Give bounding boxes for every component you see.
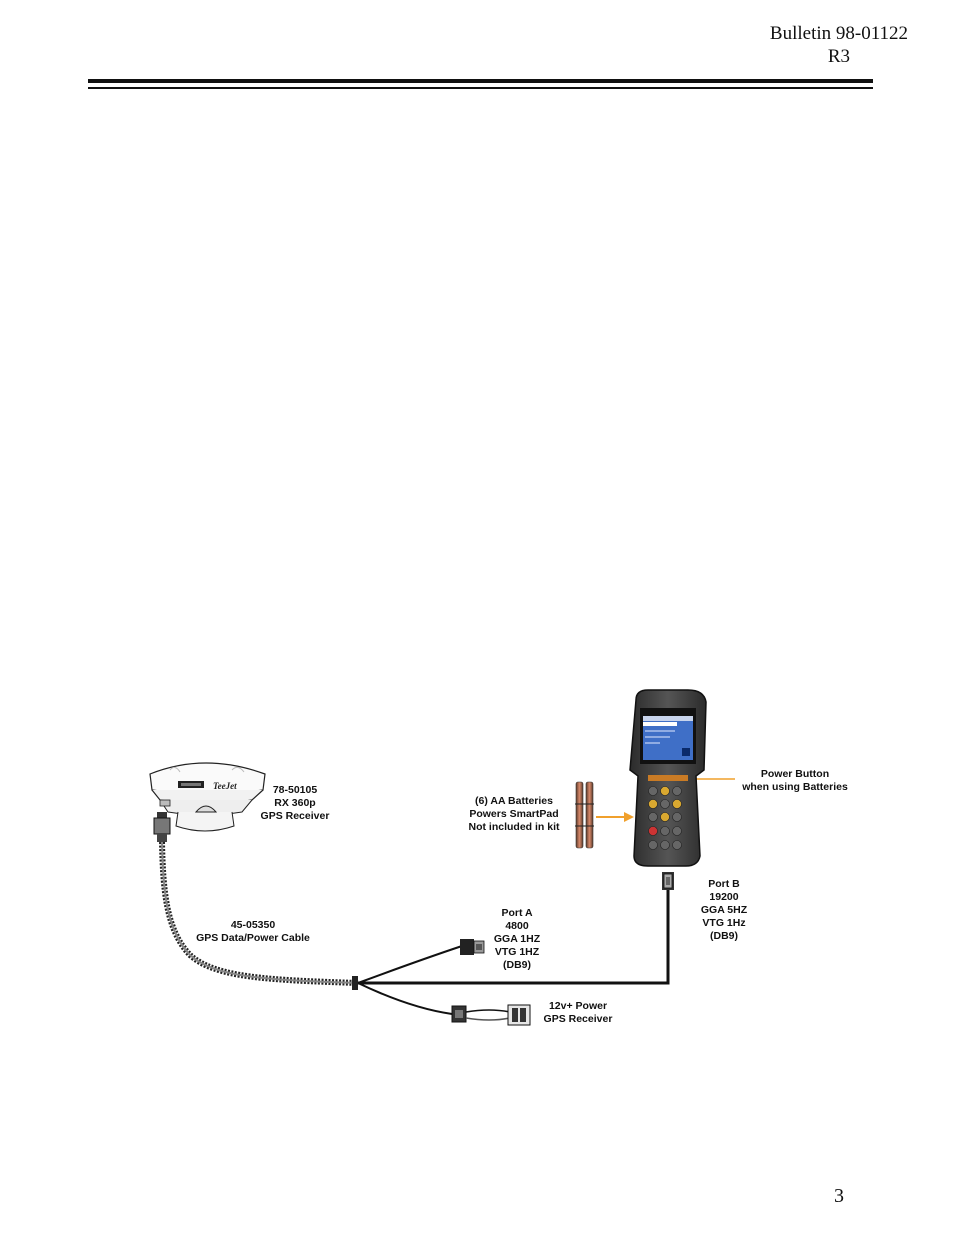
port-b-label: Port B 19200 GGA 5HZ VTG 1Hz (DB9) [693,878,755,943]
port-b-vtg: VTG 1Hz [702,917,746,929]
cable-label: 45-05350 GPS Data/Power Cable [186,919,320,945]
power-button-note: when using Batteries [742,781,848,793]
power-label: 12v+ Power GPS Receiver [534,1000,622,1026]
port-a-db9-connector [460,939,485,955]
port-b-baud: 19200 [709,891,739,903]
coiled-cable [159,841,359,986]
header-rule-thin [88,87,873,89]
cable-description: GPS Data/Power Cable [196,932,310,944]
bulletin-revision: R3 [827,46,851,67]
receiver-description: GPS Receiver [260,810,330,822]
bulletin-header: Bulletin 98-01122 R3 [770,22,908,68]
page-number: 3 [834,1185,844,1207]
receiver-part-number: 78-50105 [272,784,318,796]
port-b-gga: GGA 5HZ [700,904,748,916]
batteries-count: (6) AA Batteries [475,795,553,807]
receiver-model: RX 360p [274,797,316,809]
smartpad-device-image [629,689,707,867]
receiver-connector [153,812,171,842]
power-connector [451,1004,531,1026]
gps-receiver-image: TeeJet [149,762,266,832]
bulletin-number: Bulletin 98-01122 [769,23,908,44]
power-voltage: 12v+ Power [548,1000,608,1012]
port-a-label: Port A 4800 GGA 1HZ VTG 1HZ (DB9) [486,907,548,972]
power-button-label: Power Button when using Batteries [733,768,857,794]
port-b-db9-connector [662,872,674,890]
aa-batteries-image [575,781,594,849]
teejet-logo: TeeJet [213,781,237,791]
port-a-wire [357,945,463,984]
batteries-purpose: Powers SmartPad [469,808,559,820]
batteries-note: Not included in kit [468,821,560,833]
cable-part-number: 45-05350 [230,919,276,931]
batteries-label: (6) AA Batteries Powers SmartPad Not inc… [456,795,572,834]
header-rule-thick [88,79,873,83]
port-a-vtg: VTG 1HZ [494,946,540,958]
port-a-gga: GGA 1HZ [493,933,541,945]
port-b-name: Port B [708,878,740,890]
receiver-label: 78-50105 RX 360p GPS Receiver [254,784,336,823]
power-wire [357,982,453,1015]
port-b-wire [358,888,670,985]
port-b-connector-type: (DB9) [710,930,738,942]
cable-splitter [352,976,358,990]
port-a-connector-type: (DB9) [503,959,531,971]
power-target: GPS Receiver [543,1013,613,1025]
power-button-title: Power Button [760,768,830,780]
port-a-name: Port A [501,907,533,919]
port-a-baud: 4800 [505,920,529,932]
